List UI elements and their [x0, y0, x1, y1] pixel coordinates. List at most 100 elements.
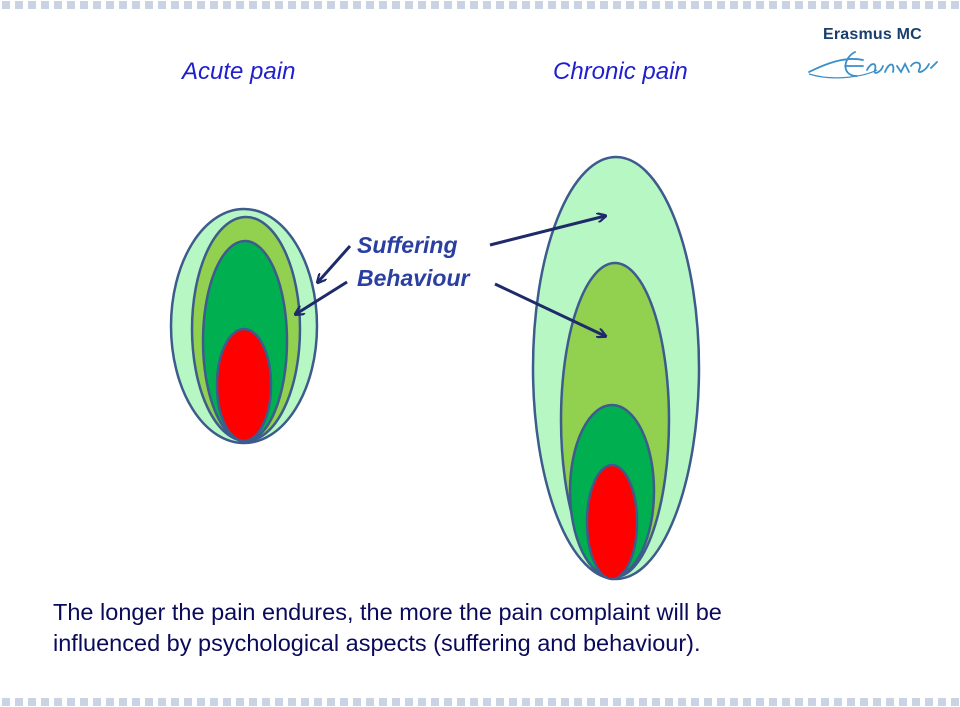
border-square — [522, 698, 530, 706]
border-square — [912, 698, 920, 706]
border-square — [119, 698, 127, 706]
border-square — [717, 1, 725, 9]
border-square — [847, 1, 855, 9]
border-square — [158, 1, 166, 9]
border-square — [2, 698, 10, 706]
border-square — [275, 698, 283, 706]
border-square — [743, 698, 751, 706]
border-square — [639, 1, 647, 9]
border-square — [132, 1, 140, 9]
behaviour-label: Behaviour — [357, 265, 470, 291]
border-square — [548, 698, 556, 706]
chronic-core-ellipse — [585, 463, 639, 581]
border-square — [15, 698, 23, 706]
suffering-label: Suffering — [357, 232, 458, 258]
border-square — [639, 698, 647, 706]
border-square — [782, 1, 790, 9]
border-square — [366, 1, 374, 9]
border-square — [587, 698, 595, 706]
border-square — [288, 1, 296, 9]
chronic-pain-ellipses — [531, 155, 701, 581]
border-square — [314, 1, 322, 9]
pointer-arrows — [296, 216, 605, 336]
border-square — [405, 698, 413, 706]
border-square — [210, 698, 218, 706]
border-square — [600, 1, 608, 9]
border-square — [652, 698, 660, 706]
border-square — [834, 698, 842, 706]
border-square — [860, 698, 868, 706]
border-square — [184, 698, 192, 706]
border-square — [197, 698, 205, 706]
border-square — [925, 698, 933, 706]
border-square — [561, 1, 569, 9]
logo-signature-icon — [808, 51, 938, 79]
border-square — [392, 1, 400, 9]
border-square — [392, 698, 400, 706]
border-square — [509, 1, 517, 9]
border-square — [574, 1, 582, 9]
border-square — [54, 698, 62, 706]
border-square — [769, 698, 777, 706]
border-square — [483, 1, 491, 9]
border-square — [145, 698, 153, 706]
border-square — [249, 1, 257, 9]
border-square — [80, 1, 88, 9]
border-square — [769, 1, 777, 9]
border-square — [704, 1, 712, 9]
arrow-behaviour-to-chronic — [494, 282, 605, 336]
border-square — [548, 1, 556, 9]
border-square — [288, 698, 296, 706]
border-square — [327, 698, 335, 706]
border-square — [28, 698, 36, 706]
border-square — [691, 1, 699, 9]
border-square — [678, 698, 686, 706]
border-square — [717, 698, 725, 706]
border-square — [431, 698, 439, 706]
arrow-suffering-to-acute — [318, 245, 352, 282]
border-square — [665, 1, 673, 9]
border-square — [327, 1, 335, 9]
border-square — [262, 1, 270, 9]
border-square — [470, 698, 478, 706]
border-square — [535, 1, 543, 9]
border-square — [379, 698, 387, 706]
border-square — [405, 1, 413, 9]
border-square — [145, 1, 153, 9]
border-square — [93, 698, 101, 706]
border-square — [587, 1, 595, 9]
border-square — [418, 698, 426, 706]
border-square — [951, 698, 959, 706]
border-square — [808, 698, 816, 706]
border-square — [912, 1, 920, 9]
border-square — [626, 698, 634, 706]
border-square — [171, 698, 179, 706]
arrow-suffering-to-chronic — [489, 216, 605, 247]
border-square — [119, 1, 127, 9]
border-square — [223, 698, 231, 706]
border-square — [28, 1, 36, 9]
border-square — [184, 1, 192, 9]
acute-core-ellipse — [215, 327, 273, 443]
border-square — [483, 698, 491, 706]
border-square — [561, 698, 569, 706]
border-square — [340, 1, 348, 9]
border-square — [470, 1, 478, 9]
border-square — [574, 698, 582, 706]
border-square — [262, 698, 270, 706]
border-square — [522, 1, 530, 9]
border-square — [613, 698, 621, 706]
border-square — [704, 698, 712, 706]
border-square — [496, 698, 504, 706]
border-square — [834, 1, 842, 9]
border-square — [210, 1, 218, 9]
border-square — [275, 1, 283, 9]
border-square — [782, 698, 790, 706]
border-square — [821, 1, 829, 9]
border-square — [951, 1, 959, 9]
border-square — [444, 1, 452, 9]
border-square — [80, 698, 88, 706]
border-square — [132, 698, 140, 706]
border-square — [340, 698, 348, 706]
border-square — [756, 698, 764, 706]
